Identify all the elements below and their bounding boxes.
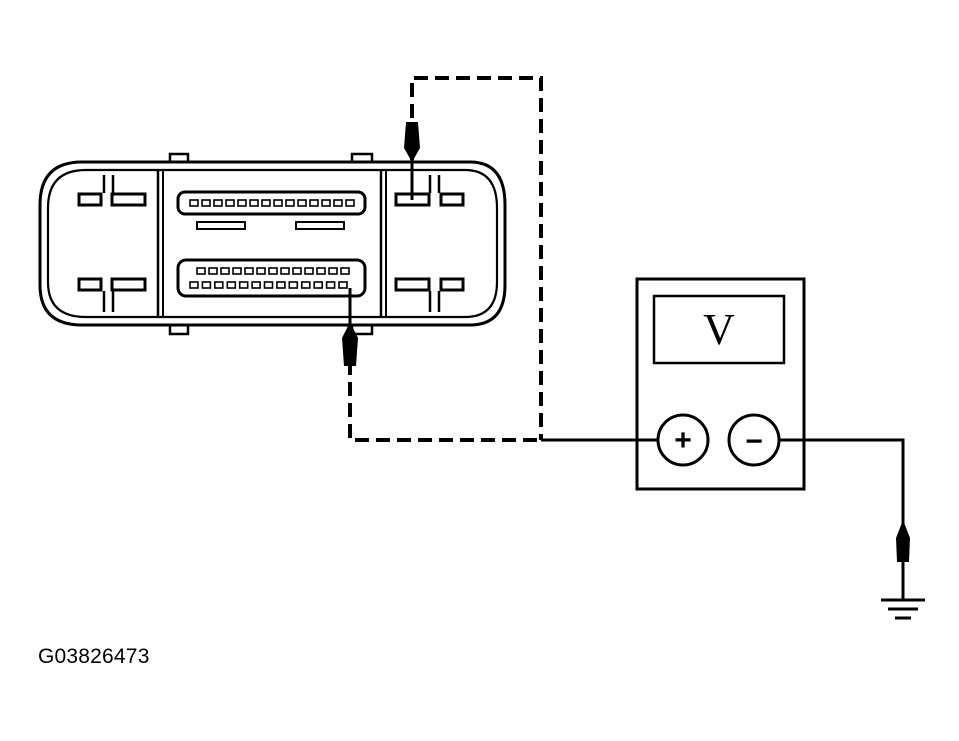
connector-pin xyxy=(309,199,319,207)
connector-pin xyxy=(340,267,350,275)
connector-pin xyxy=(213,199,223,207)
probe-lower xyxy=(342,288,358,366)
connector-pin xyxy=(189,199,199,207)
connector-pin xyxy=(214,281,224,289)
figure-id: G03826473 xyxy=(38,645,150,668)
connector-pin xyxy=(333,199,343,207)
connector-bottom-tab-left xyxy=(168,324,190,336)
right-terminal-top xyxy=(394,175,465,207)
connector-pin xyxy=(304,267,314,275)
test-lead-lower xyxy=(348,340,541,442)
connector-pin xyxy=(280,267,290,275)
connector-pin xyxy=(321,199,331,207)
connector-pin xyxy=(285,199,295,207)
upper-pin-block xyxy=(176,190,367,216)
connector-pin xyxy=(196,267,206,275)
connector-housing-outer xyxy=(38,160,507,327)
connector-pin xyxy=(297,199,307,207)
connector-pin xyxy=(345,199,355,207)
connector-pin xyxy=(300,281,311,289)
connector-pin xyxy=(328,267,338,275)
middle-slot-right xyxy=(295,221,345,230)
left-terminal-top xyxy=(77,175,147,207)
probe-upper xyxy=(404,122,420,200)
right-terminal-bottom xyxy=(394,277,465,312)
lower-pin-block xyxy=(176,258,367,298)
connector-pin xyxy=(276,281,286,289)
voltmeter-body xyxy=(635,277,806,491)
connector-pin xyxy=(237,199,247,207)
connector-pin xyxy=(256,267,266,275)
left-terminal-bottom xyxy=(77,277,147,312)
connector-pin xyxy=(288,281,299,289)
connector-pin xyxy=(244,267,254,275)
middle-slot-left xyxy=(196,221,246,230)
test-lead-upper xyxy=(410,76,543,440)
connector-pin xyxy=(189,281,199,289)
connector-pin xyxy=(316,267,326,275)
connector-pin xyxy=(338,281,348,289)
connector xyxy=(38,152,507,336)
connector-pin xyxy=(268,267,278,275)
connector-pin xyxy=(201,281,212,289)
voltmeter-symbol: V xyxy=(703,305,735,354)
voltmeter xyxy=(635,277,806,491)
connector-pin xyxy=(226,281,237,289)
connector-pin xyxy=(249,199,259,207)
connector-pin xyxy=(201,199,211,207)
connector-pin xyxy=(238,281,249,289)
upper-pin-row xyxy=(189,199,355,207)
connector-pin xyxy=(292,267,302,275)
connector-pin xyxy=(273,199,283,207)
connector-top-tab-left xyxy=(168,152,190,163)
positive-terminal xyxy=(656,413,710,467)
connector-top-tab-right xyxy=(350,152,374,163)
connector-pin xyxy=(261,199,271,207)
connector-pin xyxy=(232,267,242,275)
connector-pin xyxy=(251,281,261,289)
voltmeter-display xyxy=(652,294,786,365)
negative-symbol: − xyxy=(745,425,763,458)
lower-pin-row-1 xyxy=(196,267,350,275)
connector-housing-inner xyxy=(46,168,499,319)
lead-to-ground xyxy=(779,438,905,600)
positive-symbol: + xyxy=(674,424,692,457)
ground-icon xyxy=(881,598,925,620)
connector-pin xyxy=(225,199,235,207)
connector-pin xyxy=(208,267,218,275)
connector-pin xyxy=(263,281,274,289)
connector-pin xyxy=(220,267,230,275)
connector-pin xyxy=(325,281,336,289)
probe-ground xyxy=(896,520,910,562)
test-leads xyxy=(348,76,543,442)
lower-pin-row-2 xyxy=(189,281,348,289)
connector-pin xyxy=(313,281,324,289)
